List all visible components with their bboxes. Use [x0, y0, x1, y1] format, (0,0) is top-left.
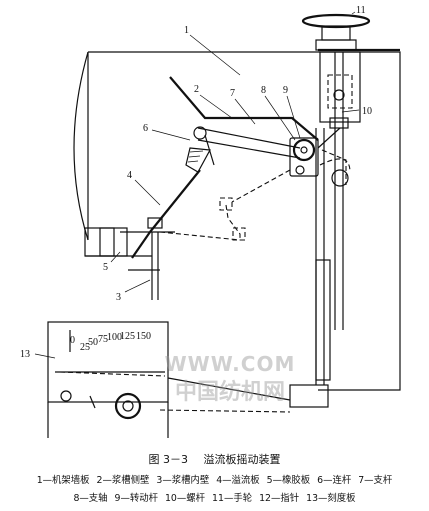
overflow-plate	[120, 169, 201, 259]
tank-side-wall	[169, 76, 319, 141]
callout-5: 5	[103, 262, 108, 273]
scale-tick-100: 100	[107, 332, 122, 343]
scale-tick-75: 75	[98, 334, 108, 345]
callout-6: 6	[143, 123, 148, 134]
legend-item: 4—溢流板	[216, 475, 260, 486]
callout-9: 9	[283, 85, 288, 96]
callout-11: 11	[356, 5, 366, 16]
legend-item: 3—浆槽内壁	[156, 475, 210, 486]
scale-tick-50: 50	[88, 337, 98, 348]
leader-lines	[34, 11, 360, 359]
rubber-plate	[84, 227, 152, 257]
callouts: 1 2 7 8 9 11 10 6 4 5 3 13	[20, 5, 372, 360]
legend-item: 2—浆槽侧壁	[96, 475, 150, 486]
callout-7: 7	[230, 88, 235, 99]
legend-item: 12—指针	[259, 493, 300, 504]
callout-8: 8	[261, 85, 266, 96]
legend-item: 6—连杆	[317, 475, 352, 486]
scale-tick-150: 150	[136, 331, 151, 342]
legend-item: 8—支轴	[73, 493, 108, 504]
legend-item: 9—转动杆	[114, 493, 158, 504]
legend-row-2: 8—支轴 9—转动杆 10—螺杆 11—手轮 12—指针 13—刻度板	[0, 490, 429, 504]
mechanism-diagram: 0 25 50 75 100 125 150 1 2 7 8 9 11 10 6…	[20, 5, 401, 438]
legend-item: 13—刻度板	[306, 493, 356, 504]
scale-ticks: 0 25 50 75 100 125 150	[70, 331, 151, 353]
caption-number: 图 3－3	[148, 453, 189, 466]
scale-tick-125: 125	[120, 331, 135, 342]
legend-item: 11—手轮	[212, 493, 253, 504]
legend-item: 10—螺杆	[164, 493, 206, 504]
callout-4: 4	[127, 170, 132, 181]
callout-10: 10	[362, 106, 372, 117]
callout-1: 1	[184, 25, 189, 36]
legend-row-1: 1—机架墙板 2—浆槽侧壁 3—浆槽内壁 4—溢流板 5—橡胶板 6—连杆 7—…	[0, 472, 429, 486]
tank-inner-wall	[128, 232, 160, 300]
callout-13: 13	[20, 349, 30, 360]
legend-item: 5—橡胶板	[266, 475, 311, 486]
alternate-position	[159, 169, 291, 241]
screw-housing	[319, 51, 361, 330]
handwheel	[301, 13, 371, 51]
scale-board	[47, 321, 291, 438]
legend-item: 7—支杆	[358, 475, 393, 486]
callout-3: 3	[116, 292, 121, 303]
callout-2: 2	[194, 84, 199, 95]
legend-item: 1—机架墙板	[36, 475, 90, 486]
scale-tick-25: 25	[80, 342, 90, 353]
scale-tick-0: 0	[70, 335, 75, 346]
caption-title: 溢流板摇动装置	[203, 453, 281, 466]
pointer-rod	[289, 128, 331, 408]
figure-caption: 图 3－3 溢流板摇动装置	[0, 451, 429, 467]
linkage	[193, 126, 351, 187]
